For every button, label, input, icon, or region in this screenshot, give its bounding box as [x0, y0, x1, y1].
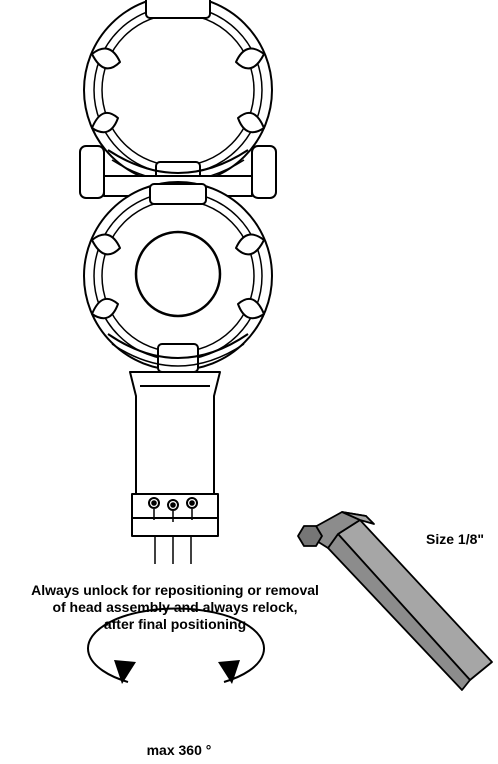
instruction-text: Always unlock for repositioning or remov… — [0, 582, 350, 633]
rotation-arrows-icon — [87, 607, 265, 684]
rotation-limit-label: max 360 ° — [146, 742, 212, 758]
instruction-line-3: after final positioning — [103, 616, 247, 632]
hex-key-end — [297, 525, 323, 547]
left-lug — [79, 145, 105, 199]
transmitter-housing — [79, 0, 277, 564]
instruction-line-2: of head assembly and always relock, — [52, 599, 298, 615]
hex-key-icon — [297, 511, 493, 691]
lower-cover — [83, 181, 273, 373]
housing-neck — [129, 371, 221, 495]
wrench-size-label: Size 1/8" — [426, 531, 485, 547]
display-window — [134, 230, 222, 318]
upper-cover — [83, 0, 273, 189]
rotation-arrowhead-left — [114, 660, 136, 684]
rotation-arrowhead-right — [218, 660, 240, 684]
rotation-ellipse — [87, 607, 265, 683]
right-lug — [251, 145, 277, 199]
instruction-line-1: Always unlock for repositioning or remov… — [31, 582, 319, 598]
guide-lines — [154, 536, 192, 564]
